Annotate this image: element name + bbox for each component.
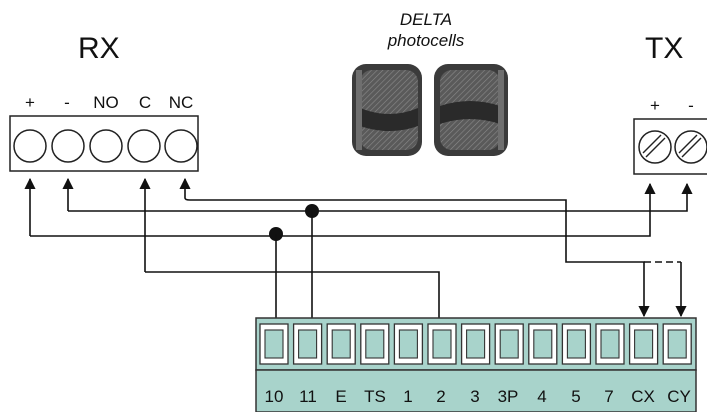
tx-terminal-block <box>633 118 707 175</box>
terminal-cell-e <box>326 323 356 365</box>
terminal-cell-4 <box>528 323 558 365</box>
terminal-cell-11 <box>292 323 323 365</box>
rx-pin-labels: + - NO C NC <box>25 93 193 112</box>
terminal-label-2: 2 <box>436 387 445 406</box>
terminal-cell-3p <box>494 323 524 365</box>
terminal-cell-1 <box>393 323 424 365</box>
terminal-cell-3 <box>460 323 491 365</box>
terminal-label-7: 7 <box>604 387 613 406</box>
rx-pin-minus: - <box>64 93 70 112</box>
rx-pin-no: NO <box>93 93 119 112</box>
photocells-title-line1: DELTA <box>400 10 452 29</box>
terminal-cell-cy <box>662 323 692 365</box>
rx-pin-c: C <box>139 93 151 112</box>
terminal-label-11: 11 <box>299 387 317 406</box>
terminal-label-ts: TS <box>364 387 386 406</box>
terminal-cell-7 <box>595 323 625 365</box>
rx-pin-nc: NC <box>169 93 194 112</box>
tx-pin-labels: + - <box>650 96 694 115</box>
tx-pin-minus: - <box>688 96 694 115</box>
terminal-label-3: 3 <box>470 387 479 406</box>
rx-title: RX <box>78 32 120 65</box>
photocell-receiver-icon <box>352 64 422 156</box>
control-terminal-block: 10 11 E TS 1 2 3 3P 4 5 7 CX CY <box>255 317 697 412</box>
terminal-label-10: 10 <box>265 387 284 406</box>
terminal-cell-5 <box>561 323 592 365</box>
terminal-label-1: 1 <box>403 387 412 406</box>
photocells-title-line2: photocells <box>387 31 465 50</box>
terminal-cell-cx <box>628 323 659 365</box>
terminal-label-cx: CX <box>631 387 655 406</box>
terminal-cell-ts <box>360 323 390 365</box>
terminal-cell-10 <box>259 323 289 365</box>
terminal-labels: 10 11 E TS 1 2 3 3P 4 5 7 CX CY <box>265 387 691 406</box>
terminal-cell-2 <box>427 323 457 365</box>
tx-pin-plus: + <box>650 96 660 115</box>
terminal-label-3p: 3P <box>498 387 519 406</box>
terminal-label-4: 4 <box>537 387 546 406</box>
terminal-label-cy: CY <box>667 387 691 406</box>
terminal-label-5: 5 <box>571 387 580 406</box>
rx-pin-plus: + <box>25 93 35 112</box>
rx-terminal-block <box>9 115 199 172</box>
tx-title: TX <box>645 32 683 65</box>
terminal-label-e: E <box>335 387 346 406</box>
photocell-transmitter-icon <box>434 64 508 156</box>
